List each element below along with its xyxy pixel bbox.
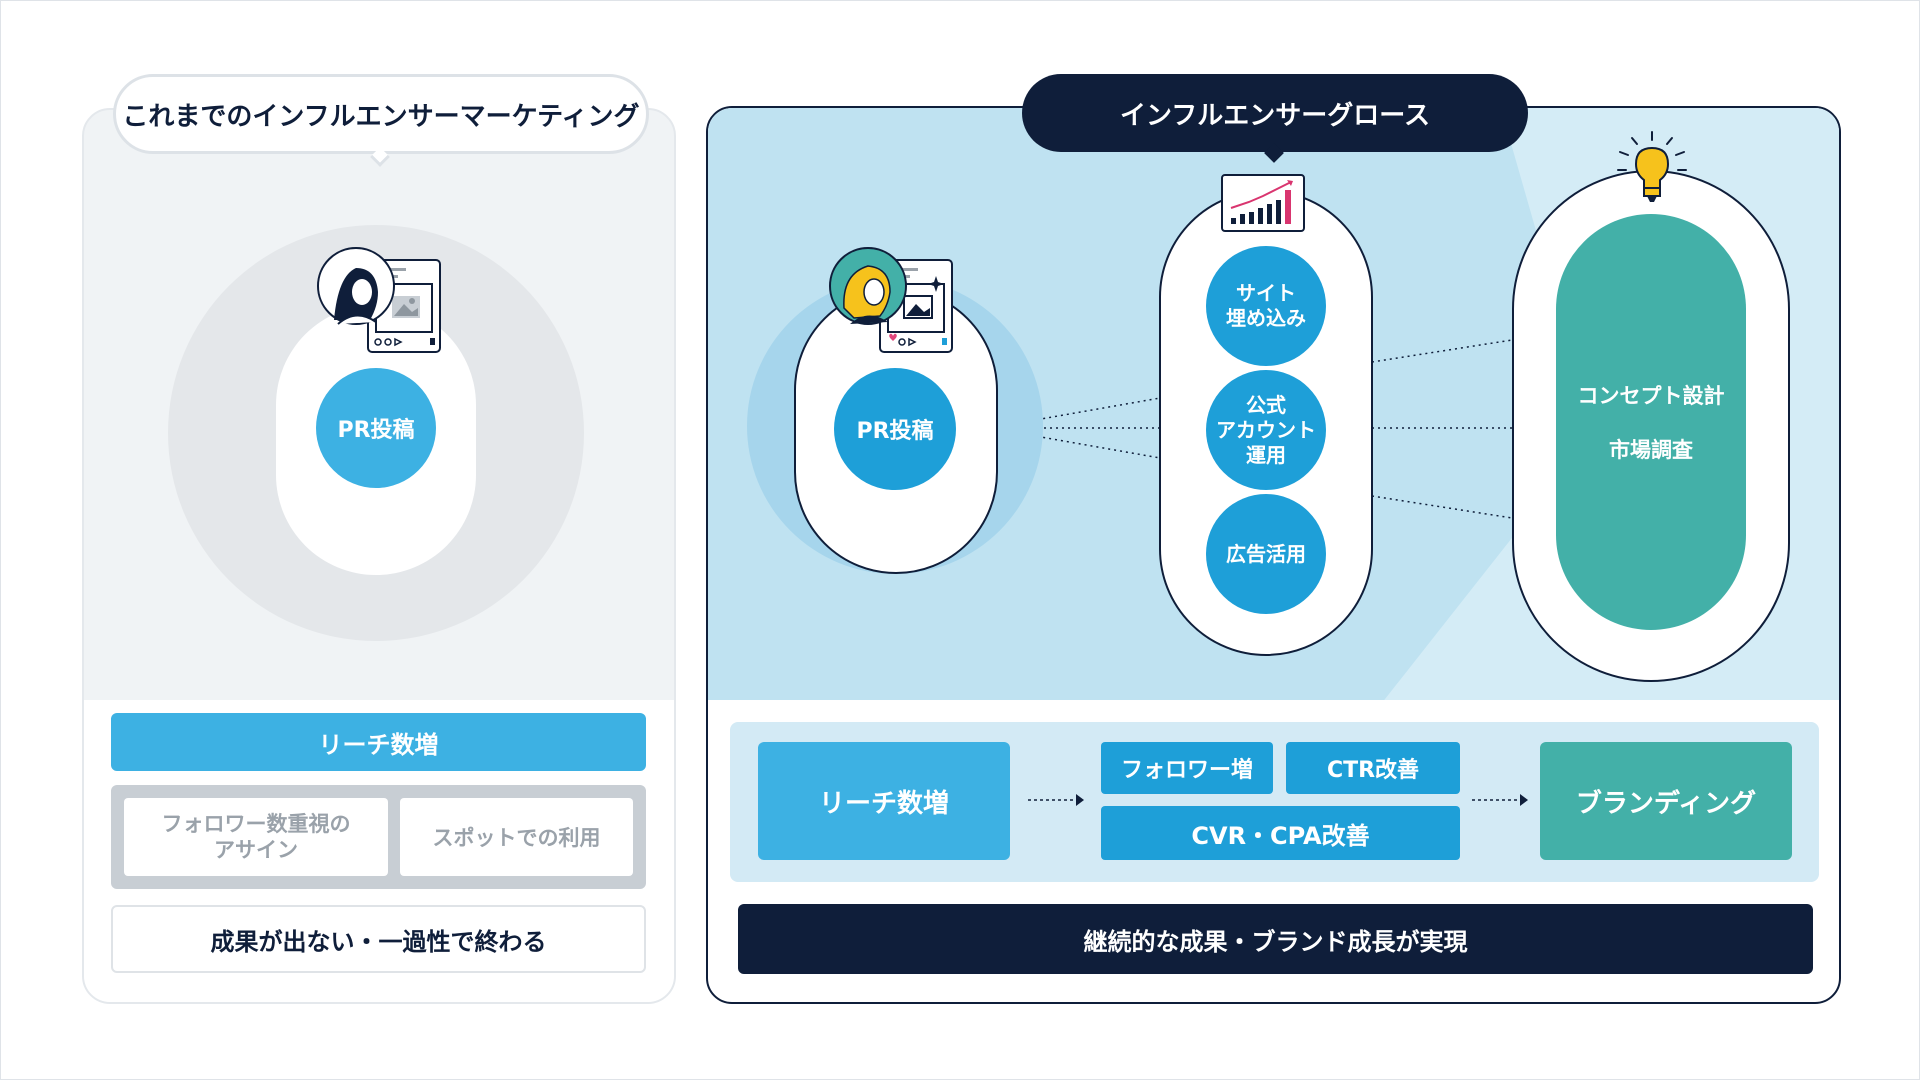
flow-arrow-1	[1028, 794, 1084, 806]
flow-branding-box: ブランディング	[1540, 742, 1792, 860]
tactic-site-embed: サイト 埋め込み	[1206, 246, 1326, 366]
influencer-post-icon-color	[829, 247, 953, 353]
tactic-advertising: 広告活用	[1206, 494, 1326, 614]
left-result-box: 成果が出ない・一過性で終わる	[111, 905, 646, 973]
left-issue-spot-use: スポットでの利用	[400, 798, 633, 876]
concept-design-label: コンセプト設計	[1577, 384, 1725, 408]
right-pr-circle: PR投稿	[834, 368, 956, 490]
growth-chart-icon	[1221, 174, 1305, 232]
connector-lines	[990, 339, 1513, 519]
strategy-core: コンセプト設計 市場調査	[1556, 214, 1746, 630]
influencer-post-icon	[317, 247, 441, 353]
flow-reach-box: リーチ数増	[758, 742, 1010, 860]
tactic-official-account: 公式 アカウント 運用	[1206, 370, 1326, 490]
left-panel-title: これまでのインフルエンサーマーケティング	[113, 74, 649, 154]
flow-arrow-2	[1472, 794, 1528, 806]
right-panel-title: インフルエンサーグロース	[1022, 74, 1528, 152]
left-issue-follower-assign: フォロワー数重視の アサイン	[124, 798, 388, 876]
right-result-bar: 継続的な成果・ブランド成長が実現	[738, 904, 1813, 974]
flow-ctr-box: CTR改善	[1286, 742, 1460, 794]
flow-cvr-box: CVR・CPA改善	[1101, 806, 1460, 860]
market-research-label: 市場調査	[1609, 438, 1693, 462]
lightbulb-icon	[1617, 131, 1687, 202]
left-pr-circle: PR投稿	[316, 368, 436, 488]
flow-follower-box: フォロワー増	[1101, 742, 1273, 794]
left-reach-bar: リーチ数増	[111, 713, 646, 771]
